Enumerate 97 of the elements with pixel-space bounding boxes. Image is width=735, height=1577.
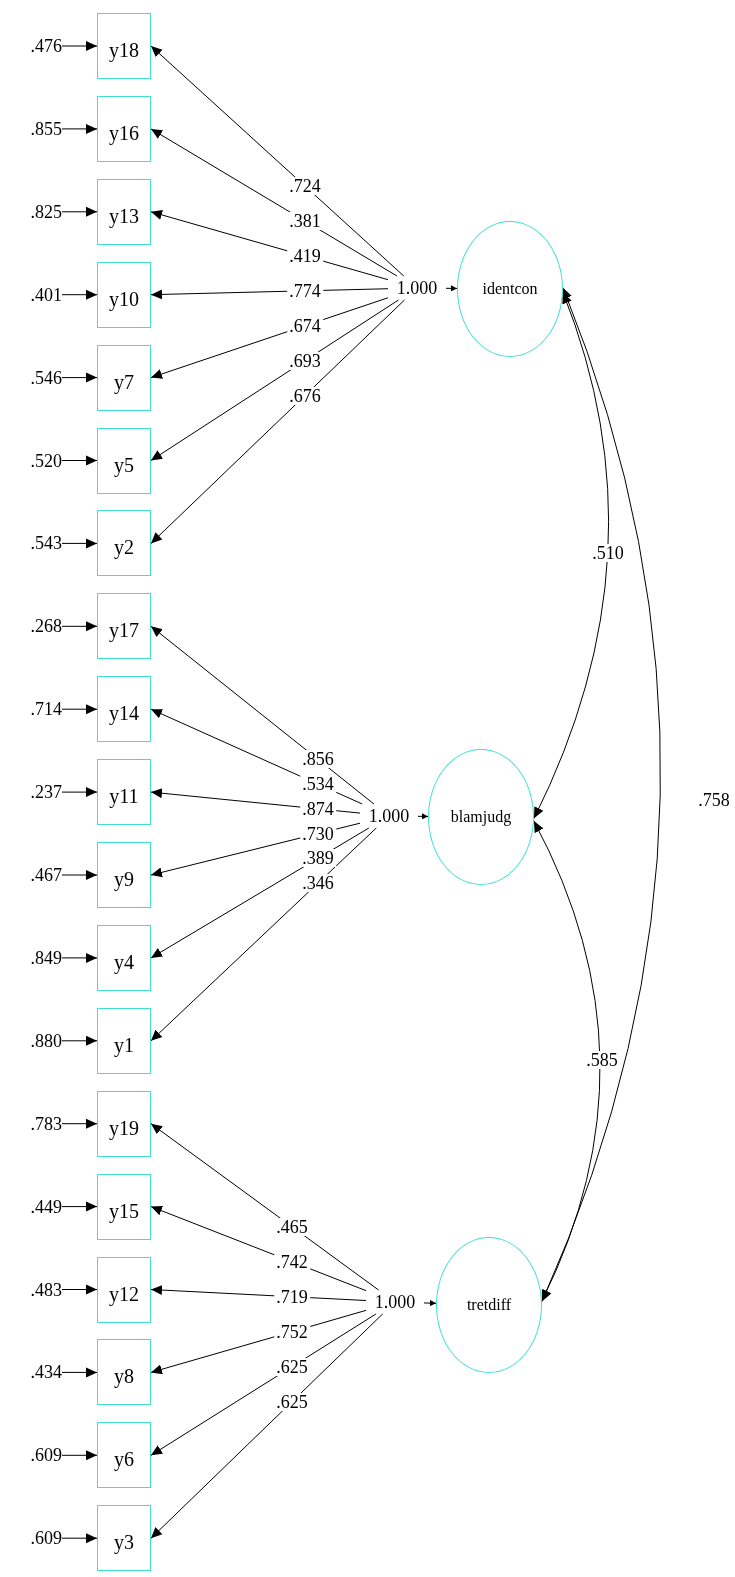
- arrow: [61, 870, 98, 880]
- indicator-box: y3: [97, 1505, 151, 1572]
- indicator-box: y7: [97, 344, 151, 411]
- indicator-box: y13: [97, 178, 151, 245]
- edge-label: .381: [287, 212, 323, 230]
- arrow: [423, 1300, 437, 1307]
- edge-label: .874: [300, 799, 336, 818]
- arrow: [61, 206, 98, 217]
- edge-label: .419: [287, 246, 323, 265]
- edge-label: .856: [300, 750, 336, 769]
- error-variance-label: .855: [2, 115, 62, 142]
- indicator-box: y6: [97, 1422, 151, 1489]
- arrow: [61, 1284, 98, 1295]
- indicator-box: y14: [97, 676, 151, 743]
- indicator-box: y18: [97, 13, 151, 79]
- error-variance-label: .467: [2, 862, 62, 888]
- edge-label: .676: [287, 386, 323, 405]
- error-variance-label: .714: [2, 696, 62, 723]
- arrow: [150, 128, 398, 277]
- edge-label: .724: [287, 177, 323, 196]
- edge-label: .389: [300, 849, 336, 868]
- error-variance-label: .268: [2, 613, 62, 640]
- error-variance-label: .880: [2, 1027, 62, 1054]
- arrow: [61, 1201, 98, 1212]
- edge-label: .625: [274, 1392, 310, 1411]
- edge-label: .752: [274, 1322, 310, 1341]
- edge-label: .465: [274, 1217, 310, 1236]
- indicator-box: y4: [97, 924, 151, 991]
- edge-label: .730: [300, 824, 336, 843]
- arrow: [61, 1450, 98, 1461]
- indicator-box: y15: [97, 1173, 151, 1240]
- edge-label: .346: [300, 874, 336, 893]
- error-variance-label: .609: [2, 1442, 62, 1469]
- error-variance-label: .476: [2, 33, 62, 59]
- edge-label: .674: [287, 316, 323, 335]
- indicator-box: y16: [97, 95, 151, 162]
- edge-label: .534: [300, 775, 336, 794]
- error-variance-label: .520: [2, 447, 62, 474]
- arrow: [61, 538, 98, 549]
- indicator-box: y8: [97, 1339, 151, 1406]
- error-variance-label: .609: [2, 1525, 62, 1552]
- arrow: [61, 621, 98, 632]
- edge-label: .742: [274, 1252, 310, 1271]
- edge-label: .625: [274, 1357, 310, 1376]
- error-variance-label: .401: [2, 281, 62, 308]
- indicator-box: y17: [97, 593, 151, 660]
- arrow: [150, 1313, 384, 1539]
- indicator-box: y5: [97, 427, 151, 494]
- indicator-box: y19: [97, 1090, 151, 1157]
- arrow: [61, 1035, 98, 1046]
- error-variance-label: .783: [2, 1110, 62, 1137]
- arrow: [150, 45, 405, 277]
- arrow: [150, 299, 399, 461]
- error-variance-label: .825: [2, 198, 62, 225]
- arrow: [150, 1123, 380, 1291]
- latent-ellipse: tretdiff: [436, 1237, 542, 1373]
- arrow: [61, 455, 98, 466]
- arrow: [61, 372, 98, 383]
- edge-label: .510: [590, 544, 626, 562]
- arrow: [61, 952, 98, 963]
- arrow: [61, 787, 98, 798]
- arrow: [61, 1533, 98, 1544]
- arrow: [150, 827, 377, 1042]
- arrow: [61, 1118, 98, 1129]
- latent-ellipse: blamjudg: [428, 749, 534, 885]
- arrow: [61, 123, 98, 134]
- fixed-loading-label: 1.000: [366, 1290, 424, 1314]
- arrow: [61, 41, 98, 51]
- arrow: [533, 820, 601, 1302]
- error-variance-label: .237: [2, 779, 62, 806]
- error-variance-label: .546: [2, 364, 62, 391]
- edge-label: .758: [696, 791, 732, 809]
- edge-label: .719: [274, 1287, 310, 1306]
- arrow: [417, 813, 429, 820]
- fixed-loading-label: 1.000: [360, 804, 418, 828]
- latent-ellipse: identcon: [457, 221, 563, 357]
- arrow: [61, 1367, 98, 1378]
- arrow: [150, 625, 375, 805]
- error-variance-label: .483: [2, 1276, 62, 1303]
- error-variance-label: .849: [2, 944, 62, 971]
- error-variance-label: .434: [2, 1359, 62, 1386]
- edge-label: .693: [287, 351, 323, 370]
- indicator-box: y9: [97, 842, 151, 908]
- indicator-box: y1: [97, 1007, 151, 1074]
- edge-label: .585: [584, 1051, 620, 1069]
- error-variance-label: .543: [2, 530, 62, 557]
- fixed-loading-label: 1.000: [388, 276, 446, 300]
- arrow: [445, 285, 458, 292]
- indicator-box: y11: [97, 759, 151, 826]
- edge-label: .774: [287, 281, 323, 300]
- error-variance-label: .449: [2, 1193, 62, 1220]
- arrow: [61, 289, 98, 300]
- arrow: [150, 299, 405, 544]
- indicator-box: y10: [97, 261, 151, 328]
- indicator-box: y12: [97, 1256, 151, 1323]
- indicator-box: y2: [97, 510, 151, 577]
- arrow: [61, 704, 98, 715]
